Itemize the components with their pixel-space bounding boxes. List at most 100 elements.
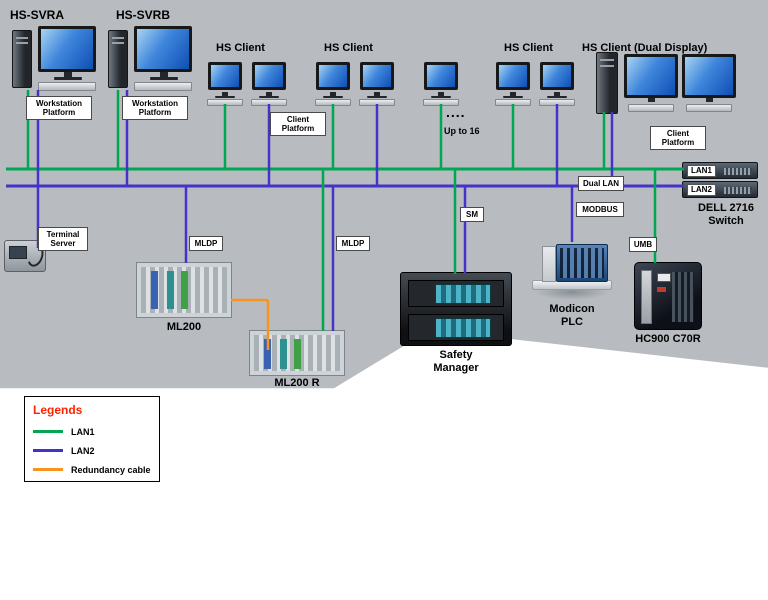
monitor-stand	[374, 92, 380, 96]
ml200-rack	[136, 262, 232, 318]
safety-manager-caption: Safety Manager	[433, 349, 479, 374]
server-b-title: HS-SVRB	[116, 8, 171, 22]
plc-power-module	[542, 246, 556, 282]
ml200r-caption: ML200 R	[274, 377, 320, 389]
terminal-server-tag: Terminal Server	[38, 227, 88, 251]
lan1-switch: LAN1	[682, 162, 758, 179]
hc900-label-plate	[657, 273, 671, 282]
monitor-base	[367, 96, 387, 98]
dual-lan-tag: Dual LAN	[578, 176, 624, 191]
workstation-hs-svra	[12, 26, 108, 96]
workstation-hs-svrb	[108, 26, 204, 96]
legend-row-redundancy: Redundancy cable	[33, 460, 151, 479]
computer-tower	[596, 52, 618, 114]
sm-tag: SM	[460, 207, 484, 222]
monitor-base	[215, 96, 235, 98]
mldp-tag-2: MLDP	[336, 236, 370, 251]
ellipsis-more-clients: ....	[446, 104, 466, 120]
switch-caption: DELL 2716 Switch	[697, 202, 755, 227]
controller-modules	[435, 318, 491, 338]
controller-chassis-row	[408, 280, 504, 307]
switch-ports	[724, 168, 752, 175]
up-to-16-note: Up to 16	[444, 126, 480, 136]
keyboard	[134, 82, 192, 91]
hs-client-dual-label: HS Client (Dual Display)	[582, 42, 708, 54]
modicon-caption: Modicon PLC	[549, 303, 595, 328]
monitor-base	[503, 96, 523, 98]
controller-modules	[435, 284, 491, 304]
keyboard	[495, 99, 531, 106]
monitor-right	[682, 54, 736, 98]
hs-client-computer	[422, 62, 460, 108]
controller-chassis-row	[408, 314, 504, 341]
legend: Legends LAN1 LAN2 Redundancy cable	[24, 396, 160, 482]
legend-label: Redundancy cable	[71, 464, 151, 475]
computer-tower	[108, 30, 128, 88]
redundancy-line-swatch	[33, 468, 63, 471]
monitor-stand	[438, 92, 444, 96]
switch-ports	[724, 187, 752, 194]
client-platform-tag-dual: Client Platform	[650, 126, 706, 150]
legend-label: LAN2	[71, 445, 95, 456]
hs-client-label-2: HS Client	[324, 42, 373, 54]
lan1-line-swatch	[33, 430, 63, 433]
monitor	[134, 26, 192, 72]
keyboard	[628, 104, 674, 112]
monitor	[496, 62, 530, 90]
keyboard	[251, 99, 287, 106]
keyboard	[539, 99, 575, 106]
plc-io-slots	[560, 248, 604, 278]
monitor-stand	[706, 98, 713, 102]
hs-client-computer	[538, 62, 576, 108]
io-module	[264, 339, 271, 369]
io-module	[280, 339, 287, 369]
monitor-stand	[160, 72, 168, 77]
monitor-stand	[266, 92, 272, 96]
hc900-side-panel	[641, 270, 652, 324]
keyboard	[207, 99, 243, 106]
computer-tower	[12, 30, 32, 88]
io-module	[167, 271, 174, 309]
io-module	[151, 271, 158, 309]
monitor-stand	[64, 72, 72, 77]
lan2-switch-label: LAN2	[687, 184, 716, 196]
lan1-switch-label: LAN1	[687, 165, 716, 177]
keyboard	[38, 82, 96, 91]
hs-client-computer	[358, 62, 396, 108]
terminal-server-panel	[9, 246, 27, 259]
monitor	[424, 62, 458, 90]
keyboard	[359, 99, 395, 106]
monitor-stand	[330, 92, 336, 96]
hs-client-label-1: HS Client	[216, 42, 265, 54]
hs-client-dual-display	[596, 50, 742, 116]
monitor	[316, 62, 350, 90]
hc900-red-detail	[657, 287, 666, 292]
client-platform-tag: Client Platform	[270, 112, 326, 136]
lan2-switch: LAN2	[682, 181, 758, 198]
ml200-caption: ML200	[166, 321, 202, 333]
workstation-platform-tag-a: Workstation Platform	[26, 96, 92, 120]
monitor	[540, 62, 574, 90]
monitor-stand	[554, 92, 560, 96]
hs-client-computer	[314, 62, 352, 108]
legend-label: LAN1	[71, 426, 95, 437]
io-module	[181, 271, 188, 309]
server-a-title: HS-SVRA	[10, 8, 65, 22]
legend-title: Legends	[33, 403, 83, 417]
hs-client-label-3: HS Client	[504, 42, 553, 54]
workstation-platform-tag-b: Workstation Platform	[122, 96, 188, 120]
modbus-tag: MODBUS	[576, 202, 624, 217]
keyboard	[315, 99, 351, 106]
monitor-stand	[222, 92, 228, 96]
ml200r-rack	[249, 330, 345, 376]
monitor-base	[547, 96, 567, 98]
monitor-base	[150, 77, 178, 80]
umb-tag: UMB	[629, 237, 657, 252]
legend-row-lan2: LAN2	[33, 441, 151, 460]
hc900-controller-device	[634, 262, 702, 330]
monitor-stand	[510, 92, 516, 96]
monitor-base	[259, 96, 279, 98]
monitor	[208, 62, 242, 90]
monitor	[360, 62, 394, 90]
